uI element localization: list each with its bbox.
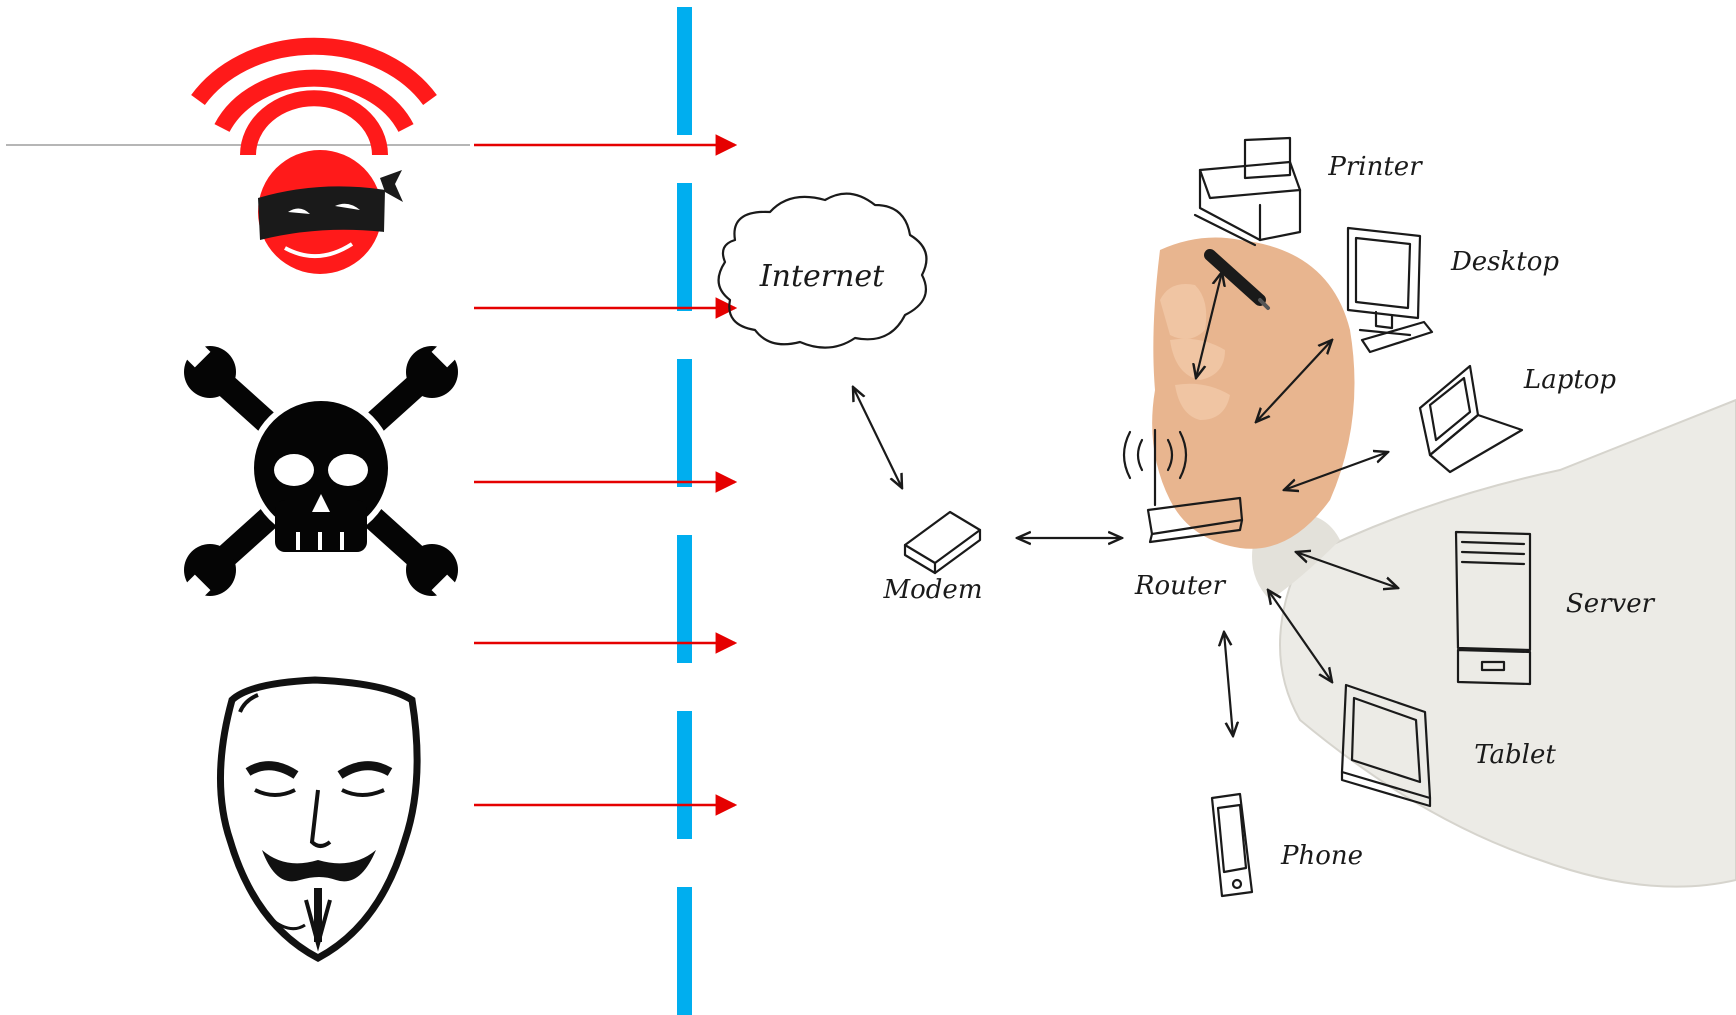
hand-illustration (1152, 237, 1736, 888)
internet-label: Internet (759, 259, 885, 294)
laptop-label: Laptop (1523, 365, 1617, 395)
printer-label: Printer (1327, 152, 1423, 182)
firewall (677, 7, 692, 1015)
router-laptop-link (1284, 452, 1388, 490)
tablet-label: Tablet (1474, 740, 1556, 770)
phone-label: Phone (1280, 841, 1363, 871)
firewall-segment (677, 535, 692, 663)
firewall-segment (677, 7, 692, 135)
tablet-icon (1340, 683, 1432, 808)
guy-fawkes-mask-icon (216, 676, 421, 962)
router-tablet-link (1268, 590, 1332, 682)
server-label: Server (1566, 589, 1656, 619)
router-icon (1122, 428, 1244, 544)
router-phone-link (1224, 632, 1233, 736)
desktop-label: Desktop (1450, 247, 1559, 277)
firewall-segment (677, 887, 692, 1015)
router-desktop-link (1256, 340, 1332, 422)
router-printer-link (1196, 272, 1222, 378)
modem-icon (903, 510, 982, 575)
printer-icon (1193, 136, 1302, 247)
desktop-icon (1346, 226, 1434, 354)
firewall-segment (677, 183, 692, 311)
firewall-segment (677, 359, 692, 487)
masked-wifi-hacker-icon (191, 37, 437, 274)
attack-arrows (474, 134, 738, 816)
router-label: Router (1134, 571, 1227, 601)
skull-crossed-wrenches-icon (183, 340, 459, 602)
modem-label: Modem (883, 575, 983, 605)
internet-modem-link (853, 387, 902, 488)
internet-cloud: Internet (717, 192, 928, 349)
server-icon (1454, 530, 1532, 686)
router-server-link (1296, 552, 1398, 588)
laptop-icon (1418, 364, 1524, 474)
firewall-segment (677, 711, 692, 839)
phone-icon (1210, 792, 1254, 898)
